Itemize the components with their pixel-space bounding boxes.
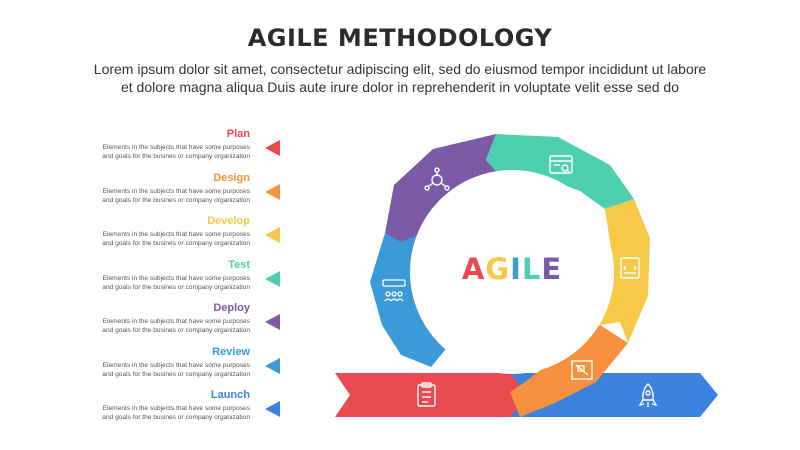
subtitle-line-1: Lorem ipsum dolor sit amet, consectetur … (93, 61, 707, 77)
step-list: Plan Elements in the subjects that have … (60, 124, 290, 429)
triangle-marker-icon (265, 357, 280, 374)
step-item-review: Review Elements in the subjects that hav… (60, 342, 290, 386)
agile-letter: I (510, 252, 522, 286)
clipboard-icon (417, 382, 436, 407)
step-description-line: and goals for the busines or company org… (102, 327, 250, 334)
plan-arrow-band (335, 373, 528, 417)
step-description: Elements in the subjects that have some … (50, 143, 250, 161)
step-description-line: Elements in the subjects that have some … (102, 231, 250, 238)
step-title: Design (213, 171, 250, 184)
step-title: Launch (210, 389, 250, 401)
step-title: Develop (207, 215, 250, 227)
step-description-line: and goals for the busines or company org… (102, 283, 250, 291)
step-description: Elements in the subjects that have some … (50, 274, 250, 292)
step-title: Review (212, 345, 250, 358)
agile-letter: G (485, 252, 511, 286)
step-description-line: and goals for the busines or company org… (102, 370, 250, 378)
network-icon (424, 167, 450, 191)
step-description: Elements in the subjects that have some … (50, 230, 250, 248)
step-item-test: Test Elements in the subjects that have … (60, 255, 290, 299)
step-description-line: and goals for the busines or company org… (102, 414, 250, 421)
step-description-line: Elements in the subjects that have some … (102, 405, 250, 412)
ring-segment-teal (486, 134, 634, 209)
triangle-marker-icon (265, 401, 280, 417)
triangle-marker-icon (265, 140, 280, 156)
ring-segment-yellow (600, 199, 650, 343)
step-description-line: Elements in the subjects that have some … (102, 274, 250, 282)
browser-search-icon (549, 155, 573, 174)
agile-letter: A (461, 252, 486, 286)
step-description: Elements in the subjects that have some … (50, 187, 250, 205)
step-description-line: Elements in the subjects that have some … (102, 361, 250, 369)
step-description: Elements in the subjects that have some … (50, 361, 250, 379)
step-description: Elements in the subjects that have some … (50, 317, 250, 335)
code-card-icon (620, 257, 640, 279)
step-item-plan: Plan Elements in the subjects that have … (60, 124, 290, 168)
agile-letter: L (521, 252, 542, 286)
step-description-line: and goals for the busines or company org… (102, 196, 250, 204)
rocket-icon (638, 383, 658, 407)
team-rating-icon (382, 279, 406, 302)
step-description-line: Elements in the subjects that have some … (102, 318, 250, 325)
agile-letter: E (541, 252, 563, 286)
ring-segment-orange (510, 325, 628, 417)
step-description: Elements in the subjects that have some … (50, 404, 250, 422)
step-description-line: Elements in the subjects that have some … (102, 144, 250, 151)
step-title: Deploy (213, 302, 250, 314)
step-description-line: and goals for the busines or company org… (102, 153, 250, 160)
step-description-line: Elements in the subjects that have some … (102, 187, 250, 195)
page-subtitle: Lorem ipsum dolor sit amet, consectetur … (30, 60, 770, 96)
step-item-design: Design Elements in the subjects that hav… (60, 168, 290, 212)
step-item-develop: Develop Elements in the subjects that ha… (60, 211, 290, 255)
step-description-line: and goals for the busines or company org… (102, 240, 250, 247)
page-title: AGILE METHODOLOGY (247, 24, 553, 52)
center-circle (410, 170, 614, 374)
subtitle-line-2: et dolore magna aliqua Duis aute irure d… (120, 79, 679, 95)
triangle-marker-icon (265, 183, 280, 200)
center-agile-word: AGILE (440, 252, 584, 286)
step-item-deploy: Deploy Elements in the subjects that hav… (60, 298, 290, 342)
step-item-launch: Launch Elements in the subjects that hav… (60, 385, 290, 429)
blueprint-icon (571, 360, 593, 380)
step-title: Plan (226, 128, 250, 140)
step-title: Test (228, 258, 250, 271)
triangle-marker-icon (265, 227, 280, 243)
triangle-marker-icon (265, 314, 280, 330)
triangle-marker-icon (265, 270, 280, 287)
